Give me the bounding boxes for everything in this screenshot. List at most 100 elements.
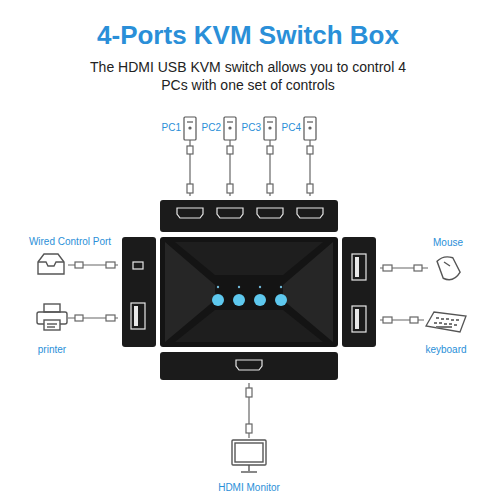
keyboard-icon bbox=[439, 322, 442, 324]
pc-tower bbox=[184, 117, 316, 140]
left-side-panel bbox=[133, 262, 143, 269]
hdmi-cable bbox=[267, 146, 273, 154]
hdmi-cable bbox=[187, 140, 313, 196]
keyboard-icon bbox=[441, 318, 444, 320]
switch-body bbox=[160, 237, 338, 347]
switch-body bbox=[254, 294, 266, 306]
switch-body bbox=[238, 286, 240, 288]
right-side-panel bbox=[342, 237, 376, 347]
keyboard-icon bbox=[454, 324, 457, 326]
peripheral-cable bbox=[414, 265, 422, 271]
switch-body bbox=[217, 286, 219, 288]
hdmi-input-bar bbox=[177, 208, 323, 218]
peripheral-cable bbox=[383, 265, 392, 271]
pc-tower bbox=[227, 121, 233, 122]
right-side-panel bbox=[352, 306, 366, 332]
hdmi-cable bbox=[187, 184, 193, 193]
keyboard-icon bbox=[434, 322, 437, 324]
keyboard-icon bbox=[456, 319, 459, 321]
switch-body bbox=[212, 294, 287, 306]
switch-body bbox=[280, 286, 282, 288]
hdmi-output-bar bbox=[160, 352, 338, 380]
keyboard-icon bbox=[449, 323, 452, 325]
hdmi-output-bar bbox=[236, 360, 262, 370]
peripheral-cable bbox=[246, 424, 252, 433]
pc-tower bbox=[187, 121, 193, 122]
mouse-icon bbox=[437, 254, 462, 282]
switch-body bbox=[165, 242, 333, 342]
hdmi-cable bbox=[227, 184, 233, 193]
printer-icon bbox=[44, 320, 60, 330]
switch-body bbox=[160, 237, 338, 347]
device-label: HDMI Monitor bbox=[218, 482, 280, 494]
monitor-icon bbox=[248, 465, 249, 471]
printer-icon bbox=[37, 304, 67, 330]
left-side-panel bbox=[134, 306, 138, 326]
hdmi-input-bar bbox=[297, 208, 323, 218]
peripheral-cable bbox=[106, 315, 115, 321]
left-side-panel bbox=[131, 303, 145, 329]
subtitle: The HDMI USB KVM switch allows you to co… bbox=[83, 58, 413, 94]
hdmi-cable bbox=[227, 146, 233, 154]
hdmi-output-bar bbox=[160, 352, 338, 380]
hdmi-cable bbox=[307, 184, 313, 193]
switch-body bbox=[175, 242, 323, 342]
hdmi-input-bar bbox=[160, 200, 338, 232]
switch-body bbox=[275, 294, 287, 306]
right-side-panel bbox=[355, 257, 359, 277]
pc-tower bbox=[184, 117, 196, 140]
keyboard-icon bbox=[446, 318, 449, 320]
peripheral-cable bbox=[75, 315, 83, 321]
peripheral-cable bbox=[75, 262, 83, 268]
pc-label: PC2 bbox=[202, 122, 221, 134]
peripheral-cable bbox=[383, 317, 392, 323]
port-label: Wired Control Port bbox=[29, 236, 111, 248]
device-label: printer bbox=[38, 344, 66, 356]
left-side-panel bbox=[122, 237, 156, 347]
pc-tower bbox=[304, 117, 316, 140]
hdmi-cable bbox=[267, 184, 273, 193]
peripheral-cable bbox=[246, 388, 252, 397]
hdmi-input-bar bbox=[257, 208, 283, 218]
switch-body bbox=[233, 294, 245, 306]
right-side-panel bbox=[342, 237, 376, 347]
hdmi-cable bbox=[187, 146, 193, 154]
monitor-icon bbox=[232, 440, 266, 465]
keyboard-icon bbox=[426, 312, 466, 332]
right-side-panel bbox=[352, 254, 366, 280]
pc-tower bbox=[264, 117, 276, 140]
keyboard-icon bbox=[451, 319, 454, 321]
monitor-icon bbox=[235, 443, 263, 462]
monitor-icon bbox=[241, 471, 257, 472]
monitor-icon bbox=[232, 440, 266, 472]
pc-label: PC3 bbox=[242, 122, 261, 134]
hdmi-input-bar bbox=[177, 208, 203, 218]
pc-tower bbox=[189, 127, 191, 129]
printer-icon bbox=[44, 304, 60, 312]
printer-icon bbox=[47, 326, 55, 327]
pc-label: PC4 bbox=[282, 122, 301, 134]
control-port-icon bbox=[38, 254, 64, 274]
pc-tower bbox=[267, 121, 273, 122]
keyboard-icon bbox=[426, 312, 466, 332]
pc-tower bbox=[307, 121, 313, 122]
peripheral-cable bbox=[106, 262, 115, 268]
hdmi-cable bbox=[307, 146, 313, 154]
pc-tower bbox=[224, 117, 236, 140]
switch-body bbox=[212, 294, 224, 306]
printer-icon bbox=[47, 323, 57, 324]
device-label: keyboard bbox=[425, 344, 466, 356]
keyboard-icon bbox=[436, 317, 439, 319]
peripheral-cable bbox=[68, 262, 428, 438]
left-side-panel bbox=[122, 237, 156, 347]
switch-body bbox=[217, 286, 282, 288]
peripheral-cable bbox=[410, 317, 418, 323]
hdmi-input-bar bbox=[217, 208, 243, 218]
device-label: Mouse bbox=[433, 237, 463, 249]
page-title: 4-Ports KVM Switch Box bbox=[97, 20, 399, 51]
pc-tower bbox=[309, 127, 311, 129]
keyboard-icon bbox=[434, 317, 459, 328]
pc-label: PC1 bbox=[162, 122, 181, 134]
control-port-icon bbox=[38, 262, 64, 266]
pc-tower bbox=[229, 127, 231, 129]
